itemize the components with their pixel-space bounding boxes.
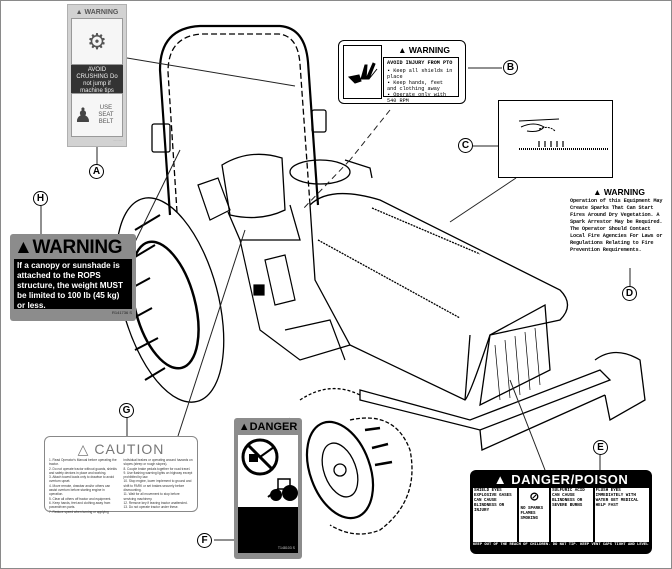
callout-d: D — [622, 286, 637, 301]
seat — [221, 153, 301, 241]
callout-h: H — [33, 191, 48, 206]
caution-item: 9. Use flashing warning lights on highwa… — [123, 470, 193, 480]
caution-item: 4. Move remote, drawbar and/or others ca… — [49, 483, 111, 497]
decal-b-body: AVOID INJURY FROM PTO ▪ Keep all shields… — [383, 57, 459, 104]
decal-d-header: ▲ WARNING — [593, 187, 645, 197]
decal-h-body: If a canopy or sunshade is attached to t… — [14, 259, 132, 310]
decal-h-rops-warning: ▲WARNING If a canopy or sunshade is atta… — [10, 234, 136, 321]
decal-f-pictorial — [238, 435, 298, 507]
callout-f: F — [197, 533, 212, 548]
caution-item: 12. Remove key if leaving tractor unatte… — [123, 500, 188, 505]
decal-e-panel-acid: SULFURIC ACID CAN CAUSE BLINDNESS OR SEV… — [551, 488, 593, 542]
caution-item: 1. Read Operator's Manual before operati… — [49, 458, 117, 467]
decal-g-col-left: 1. Read Operator's Manual before operati… — [49, 458, 119, 514]
caution-item: 2. Do not operate tractor without guards… — [49, 466, 117, 475]
decal-b-pto-warning: ▲ WARNING AVOID INJURY FROM PTO ▪ Keep a… — [338, 40, 466, 104]
decal-e-panel-no-flames: ⊘ NO SPARKS FLAMES SMOKING — [519, 488, 550, 542]
caution-item: 5. Clear all others off tractor and equi… — [49, 496, 112, 501]
rops-frame — [151, 24, 327, 216]
decal-e-footer: KEEP OUT OF THE REACH OF CHILDREN. DO NO… — [473, 543, 649, 547]
hood — [309, 192, 569, 407]
decal-f-header: ▲DANGER — [238, 421, 298, 433]
leader-c-pointer — [449, 177, 517, 223]
decal-a-header: ▲ WARNING — [75, 9, 119, 16]
decal-h-code: R141736 S — [111, 310, 132, 315]
caution-item: 10. Stop engine, lower implement to grou… — [123, 479, 192, 493]
decal-c-pictorial — [498, 100, 613, 178]
decal-f-danger: ▲DANGER T148103 S — [234, 418, 302, 559]
decal-d-spark-warning: ▲ WARNING Operation of this Equipment Ma… — [570, 187, 668, 277]
leader-h — [134, 149, 181, 243]
hot-surface-icon — [518, 118, 609, 150]
caution-item: 7. Reduce speed when turning or applying — [49, 509, 109, 514]
leader-e-pointer — [509, 379, 546, 471]
decal-a-code: ............ — [112, 138, 123, 142]
no-bypass-start-icon — [241, 438, 298, 501]
callout-e: E — [593, 440, 608, 455]
caution-item: 3. Attach towed loads only to drawbar to… — [49, 475, 115, 484]
leader-b-dashed — [349, 109, 391, 161]
rear-tire — [115, 197, 225, 403]
decal-b-title: AVOID INJURY FROM PTO — [387, 60, 453, 66]
leader-lines — [40, 57, 631, 541]
callout-b: B — [503, 60, 518, 75]
decal-a-seatbelt-text: USE SEAT BELT — [98, 104, 114, 125]
callout-a: A — [89, 164, 104, 179]
decal-b-header: ▲ WARNING — [398, 45, 450, 55]
pto-entanglement-icon — [343, 45, 382, 99]
decal-g-col-right: individual brakes or operating around ha… — [124, 458, 194, 514]
decal-f-code: T148103 S — [277, 546, 295, 550]
caution-item: 13. Do not operate tractor under these. — [123, 505, 179, 510]
chassis-detail — [197, 177, 351, 361]
decal-f-black-panel: T148103 S — [238, 507, 298, 553]
decal-g-caution: △ CAUTION 1. Read Operator's Manual befo… — [44, 436, 198, 514]
decal-d-body: Operation of this Equipment May Create S… — [570, 198, 663, 253]
decal-e-header: ▲ DANGER/POISON — [493, 472, 629, 487]
caution-item: 11. Wait for all movement to stop before… — [123, 492, 180, 501]
decal-g-header: △ CAUTION — [77, 441, 165, 457]
decal-b-bullet: ▪ Operate only with 540 RPM — [387, 92, 447, 104]
seated-operator-icon: ♟ — [74, 104, 92, 127]
decal-e-panel-flush-eyes: FLUSH EYES IMMEDIATELY WITH WATER GET ME… — [594, 488, 649, 542]
leader-a — [126, 57, 296, 87]
decal-a-rollover-warning: ▲ WARNING ⚙ AVOID CRUSHING Do not jump i… — [67, 4, 127, 147]
decal-e-panel-shield-eyes: SHIELD EYES EXPLOSIVE GASES CAN CAUSE BL… — [473, 488, 518, 542]
tractor-rollover-icon: ⚙ — [71, 18, 123, 65]
decal-h-header: ▲WARNING — [14, 237, 123, 258]
callout-c: C — [458, 138, 473, 153]
decal-e-battery-danger: ▲ DANGER/POISON SHIELD EYES EXPLOSIVE GA… — [470, 470, 652, 554]
decal-a-seatbelt-panel: ♟ USE SEAT BELT — [71, 93, 123, 137]
no-flame-icon: ⊘ — [530, 490, 539, 506]
caution-item: 8. Couple brake pedals together for road… — [123, 466, 191, 471]
steering-wheel — [289, 159, 373, 185]
leader-g-pointer — [177, 229, 246, 437]
callout-g: G — [119, 403, 134, 418]
caution-item: individual brakes or operating around ha… — [123, 458, 193, 467]
decal-b-bullet: ▪ Keep hands, feet and clothing away — [387, 80, 444, 92]
caution-item: 6. Keep hands, feet and clothing away fr… — [49, 500, 111, 510]
front-tire — [299, 387, 413, 535]
decal-b-bullet: ▪ Keep all shields in place — [387, 68, 453, 80]
front-axle — [359, 351, 646, 451]
decal-a-message: AVOID CRUSHING Do not jump if machine ti… — [71, 65, 123, 94]
